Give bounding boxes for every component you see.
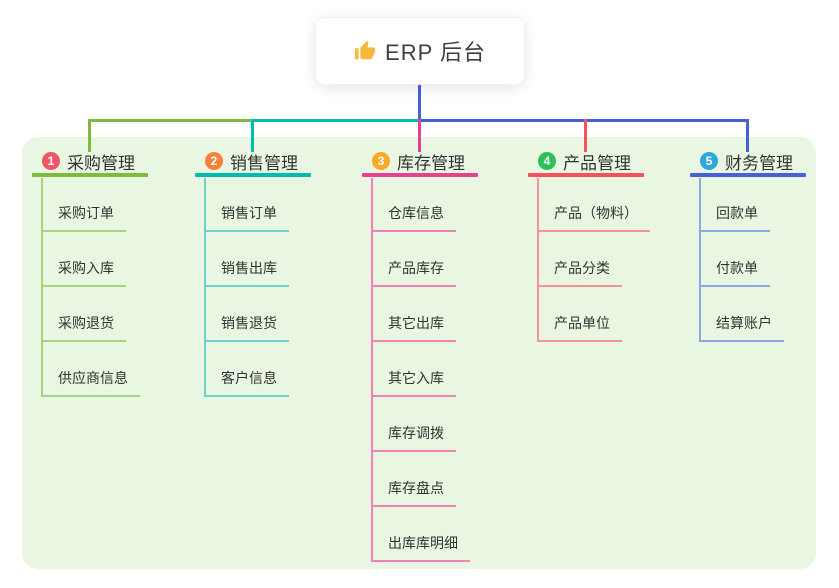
branch-title-product[interactable]: 4 产品管理 (528, 149, 644, 173)
branch-badge: 2 (205, 152, 223, 170)
subtopic-item[interactable]: 产品单位 (537, 314, 622, 342)
connector-drop-finance (746, 119, 749, 152)
subtopic-item[interactable]: 产品分类 (537, 259, 622, 287)
branch-badge: 4 (538, 152, 556, 170)
branch-badge: 3 (372, 152, 390, 170)
branch-underline (32, 173, 148, 177)
items-connector-line (41, 178, 43, 397)
connector-root-line (418, 84, 421, 119)
branch-title-label: 采购管理 (67, 153, 135, 173)
connector-drop-sales (251, 119, 254, 152)
branch-title-label: 库存管理 (397, 153, 465, 173)
subtopic-item[interactable]: 采购入库 (41, 259, 126, 287)
subtopic-item[interactable]: 采购订单 (41, 204, 126, 232)
branch-product: 4 产品管理 产品（物料） 产品分类产品单位 (528, 149, 650, 342)
subtopic-item[interactable]: 其它入库 (371, 369, 456, 397)
connector-drop-product (584, 119, 587, 152)
subtopic-item[interactable]: 库存盘点 (371, 479, 456, 507)
branches-panel (22, 137, 816, 569)
branch-underline (528, 173, 644, 177)
items-connector-line (371, 178, 373, 562)
connector-bus-sales (251, 119, 419, 122)
branch-badge: 5 (700, 152, 718, 170)
root-label: ERP 后台 (385, 40, 486, 65)
connector-drop-purchase (88, 119, 91, 152)
connector-bus-finance (418, 119, 749, 122)
subtopic-item[interactable]: 付款单 (699, 259, 770, 287)
branch-title-finance[interactable]: 5 财务管理 (690, 149, 806, 173)
branch-title-inventory[interactable]: 3 库存管理 (362, 149, 478, 173)
connector-bus-purchase (88, 119, 252, 122)
subtopic-item[interactable]: 销售出库 (204, 259, 289, 287)
items-connector-line (204, 178, 206, 397)
subtopic-item[interactable]: 产品库存 (371, 259, 456, 287)
branch-inventory: 3 库存管理 仓库信息产品库存其它出库其它入库库存调拨库存盘点出库库明细 (362, 149, 478, 562)
subtopic-item[interactable]: 销售订单 (204, 204, 289, 232)
subtopic-item[interactable]: 采购退货 (41, 314, 126, 342)
branch-sales: 2 销售管理 销售订单销售出库销售退货客户信息 (195, 149, 311, 397)
subtopic-item[interactable]: 仓库信息 (371, 204, 456, 232)
subtopic-item[interactable]: 回款单 (699, 204, 770, 232)
branch-purchase: 1 采购管理 采购订单采购入库采购退货供应商信息 (32, 149, 148, 397)
branch-title-label: 财务管理 (725, 153, 793, 173)
branch-title-label: 销售管理 (230, 153, 298, 173)
branch-title-sales[interactable]: 2 销售管理 (195, 149, 311, 173)
thumbs-up-icon (354, 40, 376, 62)
subtopic-item[interactable]: 其它出库 (371, 314, 456, 342)
branch-title-purchase[interactable]: 1 采购管理 (32, 149, 148, 173)
branch-underline (690, 173, 806, 177)
subtopic-item[interactable]: 产品（物料） (537, 204, 650, 232)
subtopic-item[interactable]: 出库库明细 (371, 534, 470, 562)
branch-title-label: 产品管理 (563, 153, 631, 173)
branch-badge: 1 (42, 152, 60, 170)
subtopic-item[interactable]: 供应商信息 (41, 369, 140, 397)
items-connector-line (537, 178, 539, 342)
subtopic-item[interactable]: 结算账户 (699, 314, 784, 342)
items-connector-line (699, 178, 701, 342)
root-node[interactable]: ERP 后台 (315, 17, 525, 85)
branch-underline (362, 173, 478, 177)
branch-finance: 5 财务管理 回款单付款单结算账户 (690, 149, 806, 342)
subtopic-item[interactable]: 客户信息 (204, 369, 289, 397)
subtopic-item[interactable]: 销售退货 (204, 314, 289, 342)
connector-drop-inventory (418, 119, 421, 152)
branch-underline (195, 173, 311, 177)
subtopic-item[interactable]: 库存调拨 (371, 424, 456, 452)
